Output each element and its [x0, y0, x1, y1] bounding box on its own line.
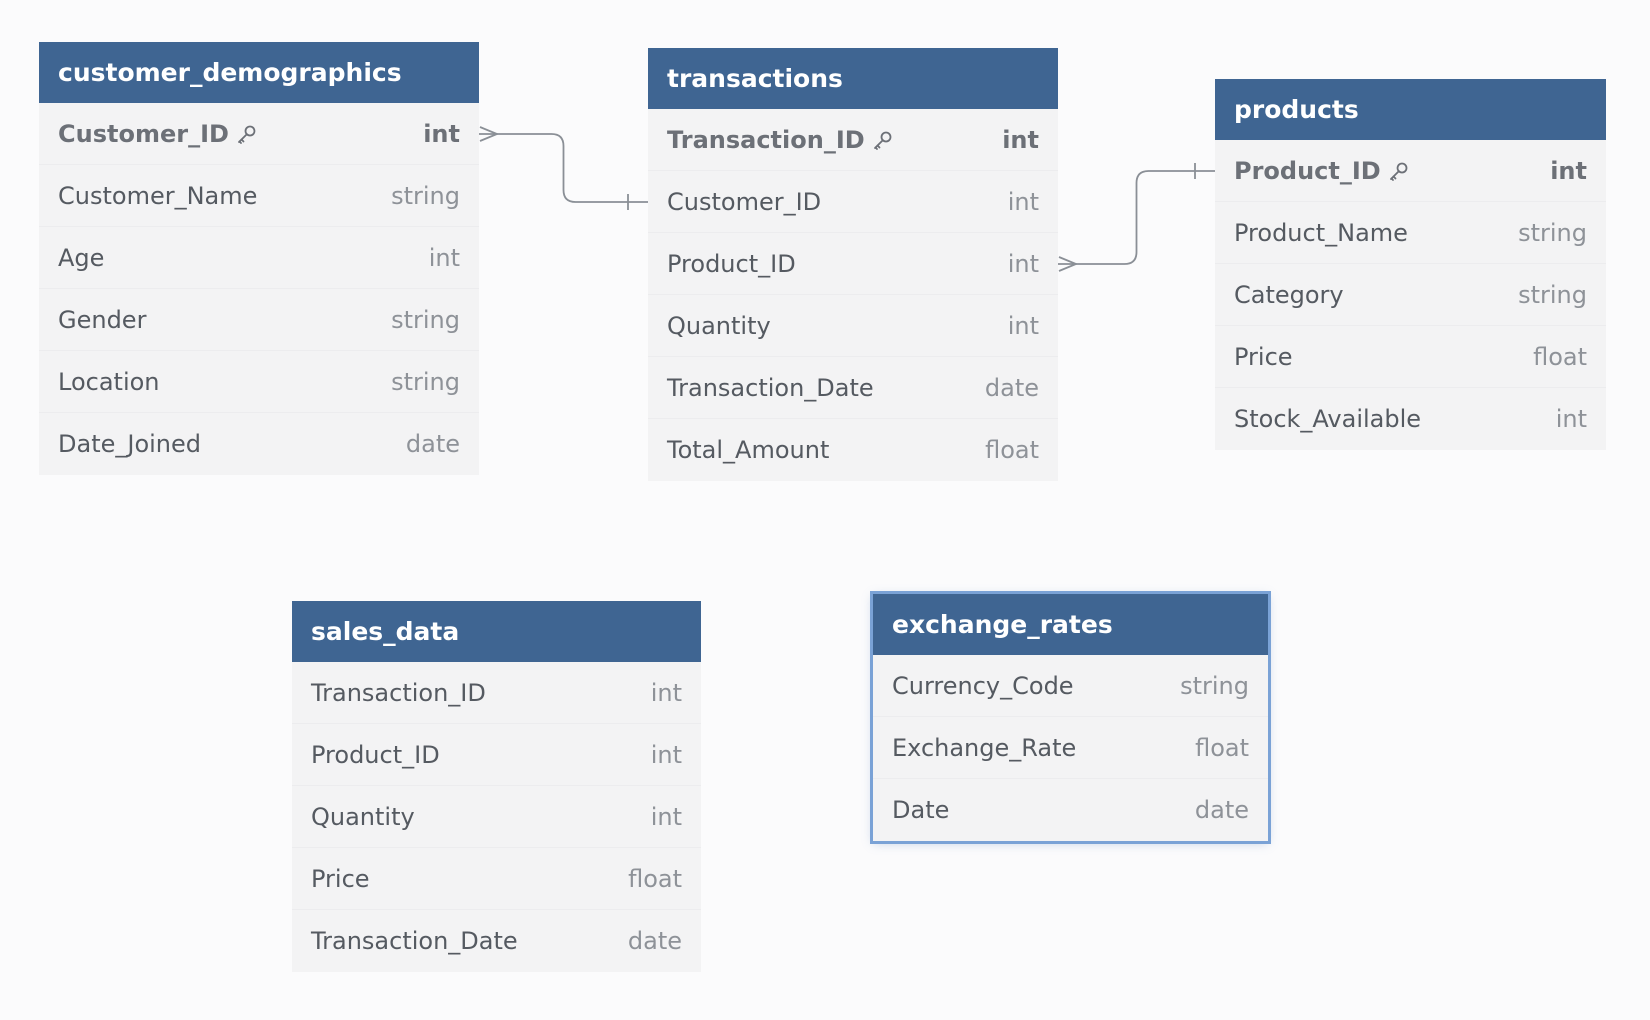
column-name: Age: [58, 243, 105, 272]
column-row[interactable]: Location string: [39, 351, 479, 413]
column-row[interactable]: Transaction_ID int: [648, 109, 1058, 171]
many-marker: [1058, 256, 1079, 272]
column-type: string: [1180, 671, 1249, 700]
column-row[interactable]: Transaction_ID int: [292, 662, 701, 724]
column-type: string: [1518, 218, 1587, 247]
column-type: string: [1518, 280, 1587, 309]
column-row[interactable]: Product_Name string: [1215, 202, 1606, 264]
key-icon: [235, 122, 259, 146]
column-name: Date: [892, 796, 950, 824]
column-name: Quantity: [311, 802, 415, 831]
table-products[interactable]: products Product_ID int Product_Name str…: [1215, 79, 1606, 450]
column-row[interactable]: Customer_ID int: [39, 103, 479, 165]
table-sales-data[interactable]: sales_data Transaction_ID int Product_ID…: [292, 601, 701, 972]
column-type: int: [650, 802, 682, 831]
column-type: date: [405, 430, 460, 458]
key-icon: [871, 128, 895, 152]
relationship-line: [1058, 170, 1215, 265]
column-name: Stock_Available: [1234, 405, 1422, 433]
column-type: date: [984, 373, 1039, 402]
column-type: string: [391, 367, 460, 396]
column-row[interactable]: Total_Amount float: [648, 419, 1058, 481]
column-name: Quantity: [667, 311, 771, 340]
column-row[interactable]: Gender string: [39, 289, 479, 351]
column-type: int: [1007, 187, 1039, 216]
column-name: Transaction_ID: [311, 678, 486, 707]
column-type: float: [985, 436, 1039, 464]
column-name: Product_ID: [1234, 157, 1411, 185]
column-name: Transaction_ID: [667, 126, 895, 154]
column-type: int: [1007, 311, 1039, 340]
table-title[interactable]: exchange_rates: [873, 594, 1268, 655]
column-type: string: [391, 305, 460, 334]
column-type: int: [428, 243, 460, 272]
column-type: string: [391, 181, 460, 210]
column-row[interactable]: Customer_ID int: [648, 171, 1058, 233]
column-type: int: [423, 119, 460, 148]
column-name: Currency_Code: [892, 671, 1074, 700]
column-row[interactable]: Quantity int: [648, 295, 1058, 357]
many-marker: [479, 126, 500, 142]
column-type: date: [627, 927, 682, 955]
column-type: date: [1194, 796, 1249, 824]
column-name: Exchange_Rate: [892, 733, 1077, 762]
column-row[interactable]: Date date: [873, 779, 1268, 841]
column-type: int: [1555, 405, 1587, 433]
column-row[interactable]: Age int: [39, 227, 479, 289]
column-type: int: [650, 678, 682, 707]
column-row[interactable]: Product_ID int: [648, 233, 1058, 295]
column-name: Product_Name: [1234, 218, 1408, 247]
column-name: Customer_ID: [667, 187, 822, 216]
column-name: Transaction_Date: [311, 927, 518, 955]
table-transactions[interactable]: transactions Transaction_ID int Customer…: [648, 48, 1058, 481]
column-row[interactable]: Transaction_Date date: [648, 357, 1058, 419]
column-row[interactable]: Stock_Available int: [1215, 388, 1606, 450]
column-row[interactable]: Price float: [1215, 326, 1606, 388]
column-name: Product_ID: [311, 740, 440, 769]
column-row[interactable]: Product_ID int: [292, 724, 701, 786]
column-name: Price: [1234, 342, 1293, 371]
key-icon: [1387, 159, 1411, 183]
table-title[interactable]: products: [1215, 79, 1606, 140]
table-title[interactable]: transactions: [648, 48, 1058, 109]
column-name: Total_Amount: [667, 436, 830, 464]
column-row[interactable]: Price float: [292, 848, 701, 910]
column-type: float: [628, 864, 682, 893]
column-name: Location: [58, 367, 160, 396]
column-row[interactable]: Transaction_Date date: [292, 910, 701, 972]
column-row[interactable]: Quantity int: [292, 786, 701, 848]
column-name: Date_Joined: [58, 430, 202, 458]
column-row[interactable]: Exchange_Rate float: [873, 717, 1268, 779]
column-type: int: [1550, 156, 1587, 185]
column-name: Customer_Name: [58, 181, 258, 210]
table-customer-demographics[interactable]: customer_demographics Customer_ID int Cu…: [39, 42, 479, 475]
column-row[interactable]: Customer_Name string: [39, 165, 479, 227]
column-name: Gender: [58, 305, 147, 334]
column-row[interactable]: Currency_Code string: [873, 655, 1268, 717]
column-row[interactable]: Product_ID int: [1215, 140, 1606, 202]
column-name: Customer_ID: [58, 120, 259, 148]
column-name: Transaction_Date: [667, 373, 874, 402]
column-type: float: [1533, 342, 1587, 371]
column-row[interactable]: Category string: [1215, 264, 1606, 326]
column-type: int: [650, 740, 682, 769]
table-exchange-rates[interactable]: exchange_rates Currency_Code string Exch…: [870, 591, 1271, 844]
column-type: int: [1002, 125, 1039, 154]
column-name: Price: [311, 864, 370, 893]
column-name: Category: [1234, 280, 1344, 309]
column-type: float: [1195, 733, 1249, 762]
relationship-line: [479, 133, 648, 203]
column-type: int: [1007, 249, 1039, 278]
column-row[interactable]: Date_Joined date: [39, 413, 479, 475]
table-title[interactable]: customer_demographics: [39, 42, 479, 103]
table-title[interactable]: sales_data: [292, 601, 701, 662]
column-name: Product_ID: [667, 249, 796, 278]
